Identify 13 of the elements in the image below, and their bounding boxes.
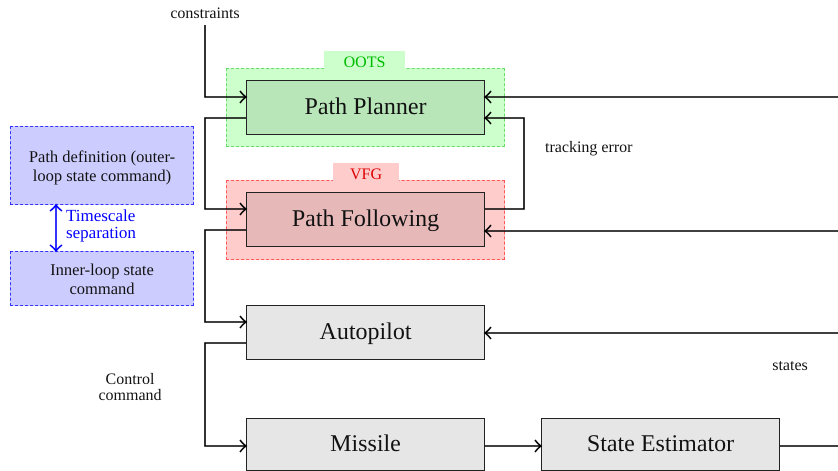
input-label: constraints [145,5,265,25]
signal-label: Control command [97,372,163,404]
process-box: State Estimator [541,418,780,471]
signal-label: tracking error [545,140,634,156]
edge-label: Timescale separation [66,207,137,241]
process-box: Path Planner [246,80,485,135]
signal-label: states [771,358,809,374]
connector-line [780,445,838,447]
process-box: Missile [246,418,485,471]
process-box: Path Following [246,192,485,247]
note-box: Path definition (outer-loop state command) [10,126,194,205]
note-box: Inner-loop state command [10,251,194,306]
process-box: Autopilot [246,305,485,360]
